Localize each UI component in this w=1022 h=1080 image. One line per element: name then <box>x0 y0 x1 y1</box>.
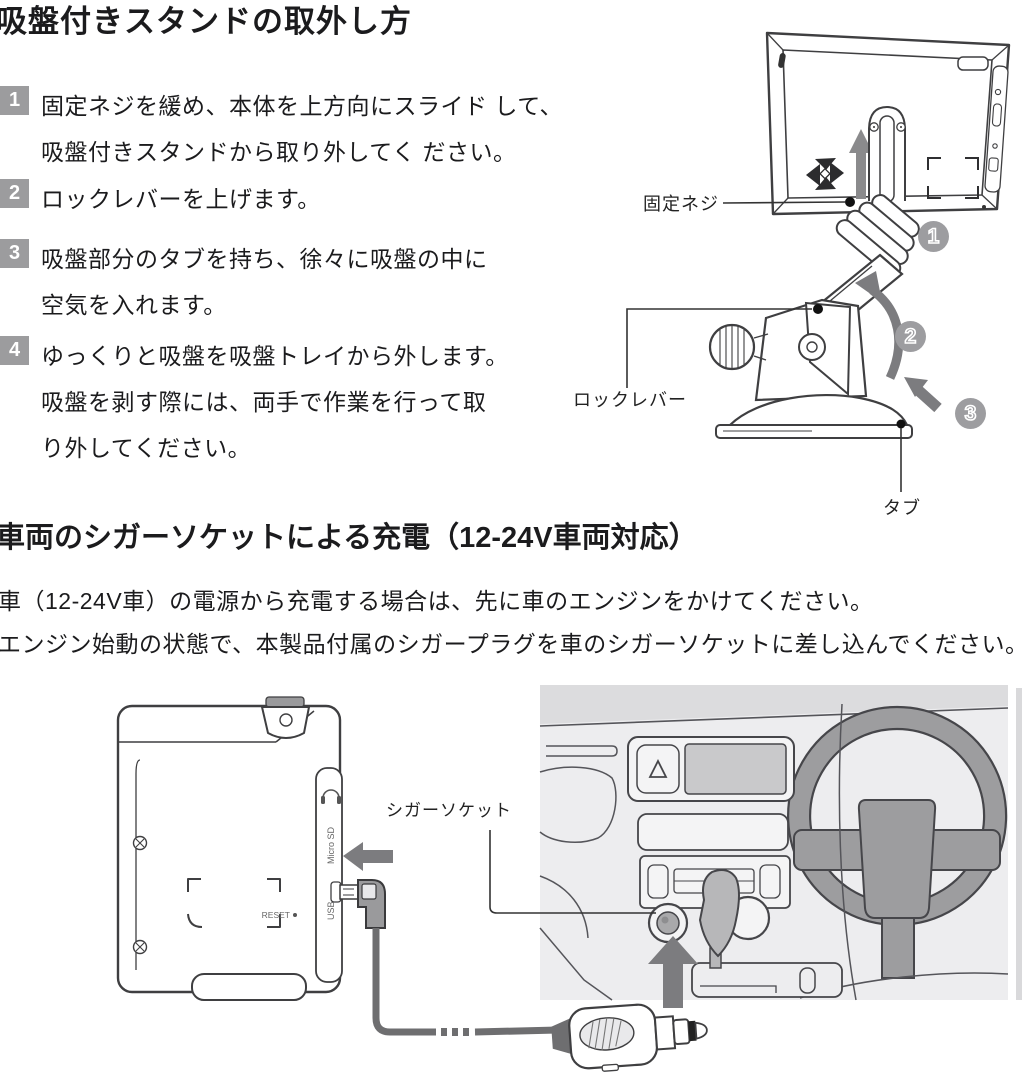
mount-bracket <box>868 105 906 203</box>
mount-knuckles <box>835 194 920 278</box>
grille-center <box>819 167 831 180</box>
label-cigar-socket: シガーソケット <box>386 801 512 820</box>
label-fixing-screw: 固定ネジ <box>643 194 719 214</box>
step-4-line-1: ゆっくりと吸盤を吸盤トレイから外します。 <box>41 343 509 369</box>
step-3-line-2: 空気を入れます。 <box>41 292 227 318</box>
side-port-strip <box>315 767 343 983</box>
cigar-plug <box>551 1003 708 1072</box>
section1-title: 吸盤付きスタンドの取外し方 <box>0 4 412 39</box>
charging-cable <box>372 928 559 1036</box>
device-back-view <box>116 696 343 1001</box>
step-1-number-badge: 1 <box>0 86 29 115</box>
marker-2: 2 <box>895 321 926 352</box>
dot <box>982 205 986 209</box>
corner-marks <box>927 157 979 199</box>
reset-label: RESET <box>262 910 290 920</box>
step-3-line-1: 吸盤部分のタブを持ち、徐々に吸盤の中に <box>41 246 488 272</box>
car-dashboard <box>539 685 1022 1008</box>
step-3-number-badge: 3 <box>0 239 29 268</box>
step-4-line-2: 吸盤を剥す際には、両手で作業を行って取 <box>41 389 487 415</box>
step-4-number-badge: 4 <box>0 336 29 365</box>
fixing-screw-leader <box>722 201 846 204</box>
fixing-screw-dot <box>845 197 855 207</box>
step-2-line-1: ロックレバーを上げます。 <box>41 186 321 212</box>
section2-paragraph-2: エンジン始動の状態で、本製品付属のシガープラグを車のシガーソケットに差し込んでく… <box>0 631 1022 657</box>
step-3: 3 吸盤部分のタブを持ち、徐々に吸盤の中に 空気を入れます。 <box>0 236 560 328</box>
hazard-button-icon <box>648 758 668 778</box>
suction-tray <box>715 424 913 439</box>
socket-leader <box>489 830 656 914</box>
step-1-line-2: 吸盤付きスタンドから取り外してく ださい。 <box>41 139 517 165</box>
steering-wheel <box>787 705 1008 979</box>
lever-up-arrowhead <box>855 271 882 302</box>
section2-paragraph-1: 車（12-24V車）の電源から充電する場合は、先に車のエンジンをかけてください。 <box>0 588 874 614</box>
step-1-line-1: 固定ネジを緩め、本体を上方向にスライド して、 <box>41 93 564 119</box>
connect-left-arrow-icon <box>343 842 393 871</box>
cigarette-socket <box>647 902 689 944</box>
step-1: 1 固定ネジを緩め、本体を上方向にスライド して、 吸盤付きスタンドから取り外し… <box>0 83 564 175</box>
label-tab: タブ <box>883 498 921 518</box>
dash-display <box>684 743 787 795</box>
step-2: 2 ロックレバーを上げます。 <box>0 176 560 222</box>
gear-shifter <box>691 869 843 998</box>
section2-title: 車両のシガーソケットによる充電（12-24V車両対応） <box>0 522 698 554</box>
step-3-text: 吸盤部分のタブを持ち、徐々に吸盤の中に 空気を入れます。 <box>41 236 560 328</box>
mount-rail-cap <box>265 696 305 708</box>
suction-cup <box>729 393 909 426</box>
tab-dot <box>896 419 906 429</box>
usb-label: USB <box>326 901 336 920</box>
speaker-grille-icon <box>806 158 844 190</box>
step-4: 4 ゆっくりと吸盤を吸盤トレイから外します。 吸盤を剥す際には、両手で作業を行っ… <box>0 333 560 471</box>
step-4-text: ゆっくりと吸盤を吸盤トレイから外します。 吸盤を剥す際には、両手で作業を行って取… <box>41 333 560 471</box>
charging-figure: Micro SD USB RESET <box>100 680 1022 1080</box>
adjuster-knob <box>708 323 769 371</box>
step-4-line-3: り外してください。 <box>41 435 252 461</box>
step-1-text: 固定ネジを緩め、本体を上方向にスライド して、 吸盤付きスタンドから取り外してく… <box>41 83 564 175</box>
step-2-number-badge: 2 <box>0 179 29 208</box>
reset-dot <box>293 913 297 917</box>
step-2-text: ロックレバーを上げます。 <box>41 176 560 222</box>
usb-plug <box>339 879 386 929</box>
lock-lever-dot <box>813 304 823 314</box>
micro-sd-label: Micro SD <box>326 826 336 864</box>
insert-up-arrow-icon <box>648 936 698 1008</box>
stand-removal-illustration <box>626 31 1011 492</box>
charging-illustration: Micro SD USB RESET <box>116 685 1022 1072</box>
marker-1: 1 <box>918 221 949 252</box>
label-lock-lever: ロックレバー <box>573 390 687 410</box>
device-foot <box>191 973 307 1001</box>
peel-arrow-icon <box>914 385 942 413</box>
marker-3: 3 <box>955 398 986 429</box>
slide-up-arrow-icon <box>849 129 873 199</box>
peel-arrowhead <box>904 377 928 397</box>
headphone-icon <box>321 789 341 804</box>
lock-lever-leader <box>626 308 812 388</box>
stand-removal-figure: 固定ネジ ロックレバー タブ 1 2 3 <box>560 0 1022 525</box>
